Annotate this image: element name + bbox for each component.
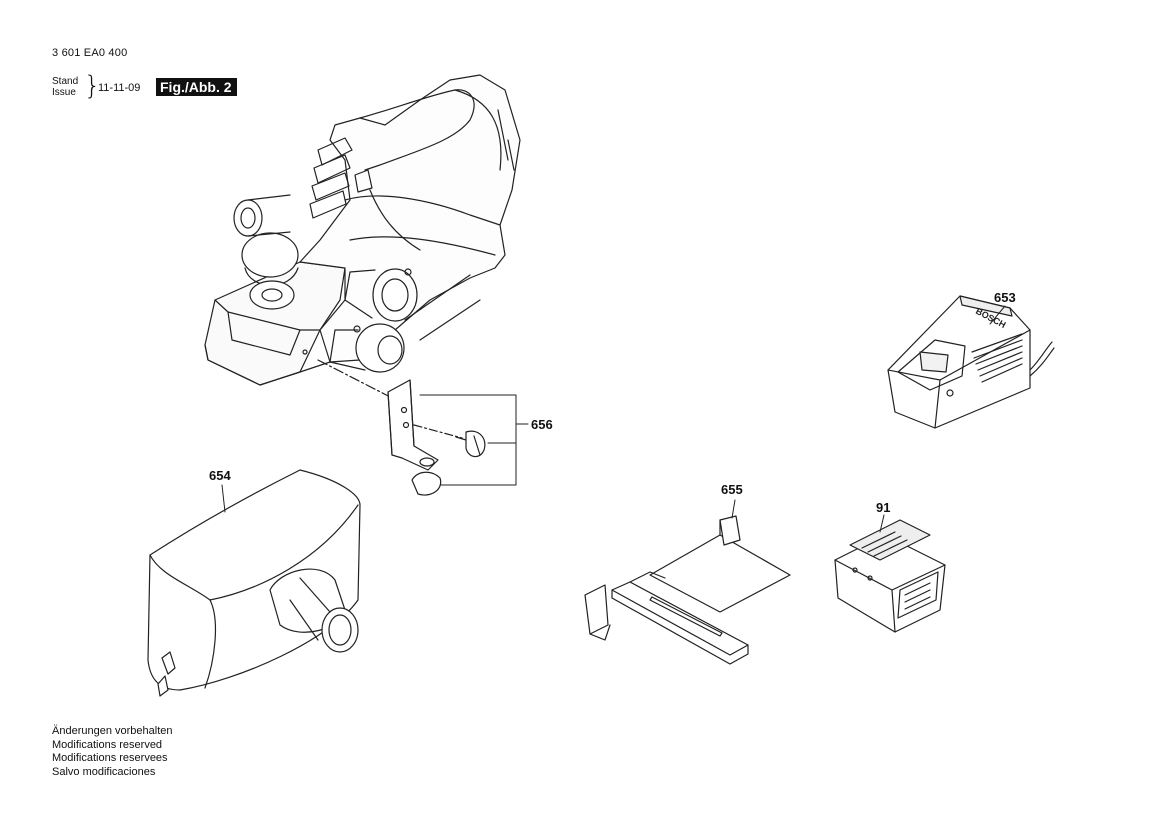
- callout-91: 91: [876, 500, 891, 515]
- note-spanish: Salvo modificaciones: [52, 765, 156, 778]
- charger-illustration: [888, 296, 1054, 428]
- fence-bracket-illustration: [388, 380, 485, 495]
- issue-date: 11-11-09: [98, 82, 141, 94]
- document-number: 3 601 EA0 400: [52, 47, 128, 59]
- stand-label: Stand: [52, 76, 79, 87]
- planer-illustration: [205, 75, 520, 385]
- callout-653: 653: [994, 290, 1016, 305]
- callout-655: 655: [721, 482, 743, 497]
- note-german: Änderungen vorbehalten: [52, 725, 173, 737]
- dust-bag-illustration: [148, 470, 360, 696]
- modification-notes: Änderungen vorbehalten Modifications res…: [52, 725, 172, 779]
- note-english: Modifications reserved: [52, 738, 163, 751]
- issue-label: Issue: [52, 87, 76, 98]
- parallel-guide-illustration: [585, 516, 790, 664]
- note-french: Modifications reservees: [52, 752, 168, 764]
- brace-glyph: }: [84, 71, 101, 101]
- battery-illustration: [835, 520, 945, 632]
- callout-654: 654: [209, 468, 231, 483]
- figure-label: Fig./Abb. 2: [156, 78, 237, 96]
- callout-656: 656: [531, 417, 553, 432]
- stand-issue-label: Stand Issue: [52, 76, 78, 98]
